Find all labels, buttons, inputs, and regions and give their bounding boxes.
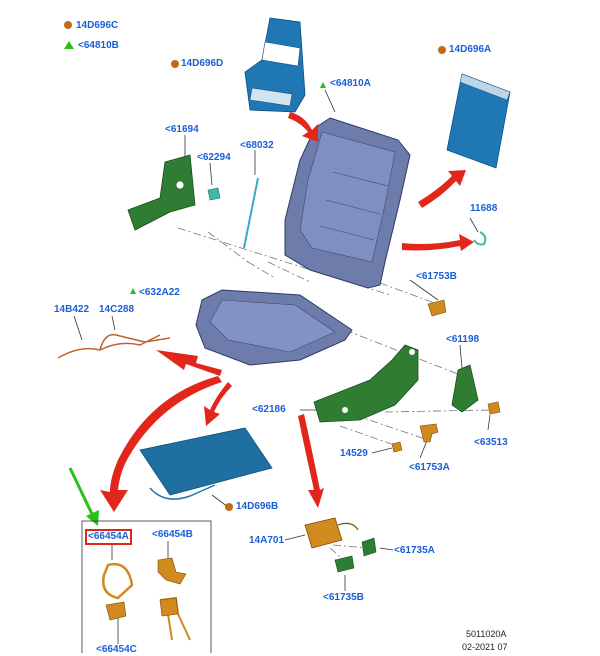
kit-part-66454C [105, 601, 127, 621]
label-61753B: <61753B [416, 271, 457, 282]
figure-code: 5011020A [466, 629, 507, 639]
label-61735A: <61735A [394, 545, 435, 556]
legend-text: 14D696C [76, 20, 119, 31]
knob-61753A [419, 423, 439, 443]
label-14529: 14529 [340, 448, 368, 459]
leader-lines [73, 74, 491, 644]
label-14D696A: 14D696A [449, 44, 492, 55]
label-61694: <61694 [165, 124, 199, 135]
label-66454B: <66454B [152, 529, 193, 540]
cap-61753B [427, 299, 447, 317]
label-61198: <61198 [446, 334, 480, 345]
label-61753A: <61753A [409, 462, 450, 473]
clip-62294 [207, 187, 221, 201]
seat-back-panel-side [446, 73, 511, 169]
clip-63513 [487, 401, 501, 415]
legend-item-triangle: <64810B [64, 40, 119, 52]
wire-harness [57, 333, 171, 359]
label-61735B: <61735B [323, 592, 364, 603]
label-14A701: 14A701 [249, 535, 285, 546]
control-module [304, 517, 359, 549]
connector-61735A [361, 537, 377, 557]
label-14B422: 14B422 [54, 304, 90, 315]
label-62186: <62186 [252, 404, 286, 415]
label-11688: 11688 [470, 203, 498, 214]
legend-item-dot: 14D696C [64, 20, 118, 32]
label-66454A: <66454A [85, 529, 132, 545]
label-14D696D: 14D696D [181, 58, 224, 69]
seat-back-panel-rear [244, 17, 306, 113]
kit-part-66454A [102, 562, 134, 600]
seat-cushion [195, 289, 353, 366]
seat-heater-panel [139, 427, 273, 500]
recliner-bracket-left [127, 154, 196, 231]
rod-68032 [243, 177, 259, 249]
green-pointer-arrow [68, 467, 99, 526]
side-shield [313, 344, 419, 423]
label-632A22: <632A22 [139, 287, 180, 298]
screw-14529 [391, 441, 403, 453]
seat-back-cushion [284, 117, 411, 289]
label-markers [130, 46, 446, 511]
kit-part-66454D [159, 596, 191, 641]
triangle-marker-icon [64, 41, 74, 49]
kit-part-66454B [157, 557, 187, 585]
label-64810A: <64810A [330, 78, 371, 89]
clip-11688 [473, 231, 487, 246]
figure-date: 02-2021 07 [462, 642, 508, 652]
legend-text: <64810B [78, 40, 119, 51]
dot-marker-icon [64, 21, 72, 29]
label-14C288: 14C288 [99, 304, 135, 315]
label-62294: <62294 [197, 152, 231, 163]
label-66454C: <66454C [96, 644, 137, 655]
label-68032: <68032 [240, 140, 274, 151]
kit-inset-box [81, 520, 212, 653]
label-14D696B: 14D696B [236, 501, 279, 512]
label-63513: <63513 [474, 437, 508, 448]
red-arrows [100, 112, 474, 512]
trim-61198 [451, 364, 479, 413]
connector-61735B [334, 555, 355, 573]
